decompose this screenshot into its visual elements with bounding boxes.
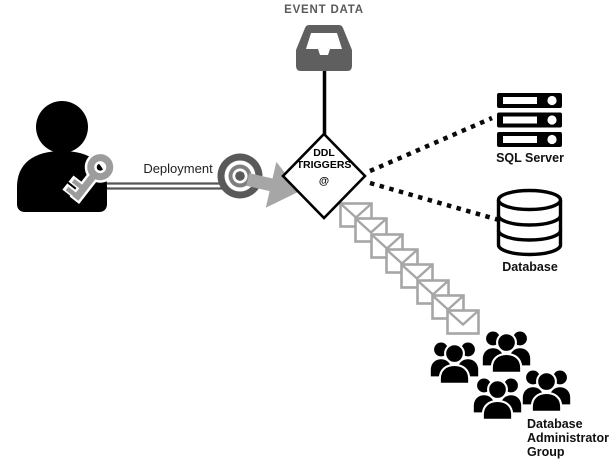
- dba-group-line3: Group: [527, 445, 565, 459]
- trigger-node-label: DDL TRIGGERS @: [282, 147, 366, 187]
- dba-group-line1: Database: [527, 417, 583, 431]
- people-group-icon: [522, 369, 571, 412]
- people-group-icon: [482, 330, 531, 373]
- server-stack-icon: [497, 93, 562, 147]
- envelope-cascade: [339, 202, 480, 335]
- trigger-node-line3: @: [318, 175, 330, 187]
- sql-server-label: SQL Server: [496, 151, 564, 165]
- dba-group-label: Database Administrator Group: [527, 417, 609, 459]
- dba-group-line2: Administrator: [527, 431, 609, 445]
- event-data-label: EVENT DATA: [284, 4, 364, 16]
- database-cylinder-icon: [496, 188, 563, 257]
- target-icon: [217, 153, 263, 199]
- trigger-to-database-dotted-line: [369, 180, 500, 223]
- key-icon: [62, 151, 116, 204]
- arrow-right-icon: [246, 161, 300, 208]
- people-group-icon: [430, 341, 479, 384]
- diamond-node: [281, 132, 367, 220]
- people-group-icon: [473, 377, 522, 419]
- database-label: Database: [502, 260, 558, 274]
- people-group-cluster: [430, 330, 571, 419]
- trigger-to-sqlserver-dotted-line: [369, 115, 493, 174]
- inbox-tray-icon: [296, 25, 352, 71]
- trigger-node-line2: TRIGGERS: [296, 159, 352, 171]
- deployment-label: Deployment: [143, 161, 213, 176]
- trigger-node-line1: DDL: [313, 147, 335, 159]
